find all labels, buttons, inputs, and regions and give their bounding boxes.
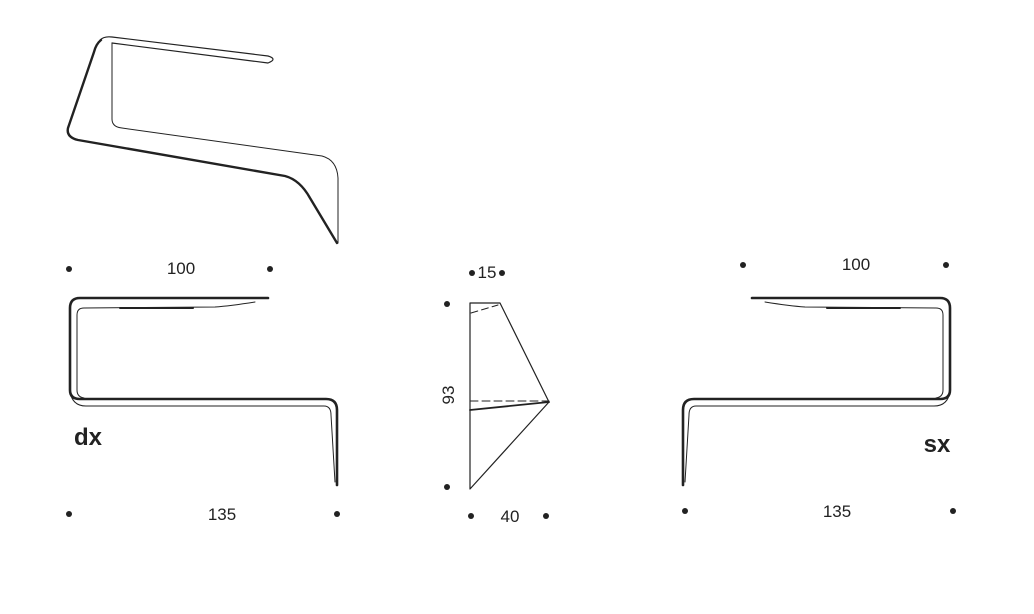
dimension-dots [66,262,956,519]
sx-width-dimension: 100 [841,255,871,274]
dx-length-dimension: 135 [207,505,237,524]
height-dimension: 93 [439,385,458,405]
top-depth-dimension: 15 [477,263,497,282]
dx-label: dx [73,424,103,451]
sx-length-dimension: 135 [822,502,852,521]
side-view [469,302,550,490]
perspective-view [66,36,339,245]
dx-width-dimension: 100 [166,259,196,278]
sx-label: sx [923,431,951,458]
sx-front-view [681,296,952,487]
depth-dimension: 40 [500,507,520,526]
dx-front-view [68,296,339,487]
